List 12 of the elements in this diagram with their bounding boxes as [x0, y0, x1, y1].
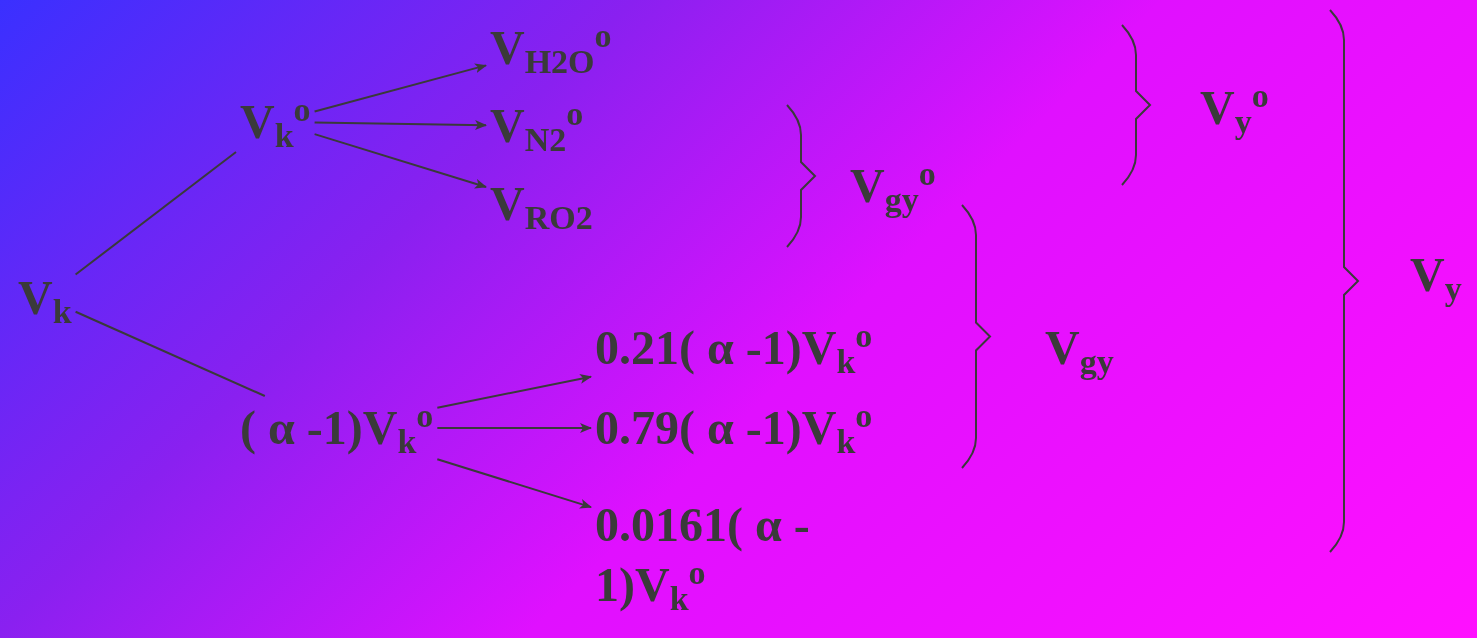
group-label: V$_{y}$ — [1410, 247, 1462, 305]
group-label: V$_{gy}$ — [1045, 320, 1114, 378]
connector-line — [74, 151, 237, 276]
formula-term: V$_{k}$ — [18, 268, 72, 328]
arrow — [313, 133, 487, 189]
arrow — [436, 458, 592, 509]
arrow — [436, 374, 592, 409]
connector-line — [74, 310, 266, 397]
arrow — [436, 423, 592, 433]
formula-term: V$_{RO2}$ — [490, 174, 593, 234]
arrow — [313, 120, 487, 131]
arrow — [313, 63, 487, 113]
